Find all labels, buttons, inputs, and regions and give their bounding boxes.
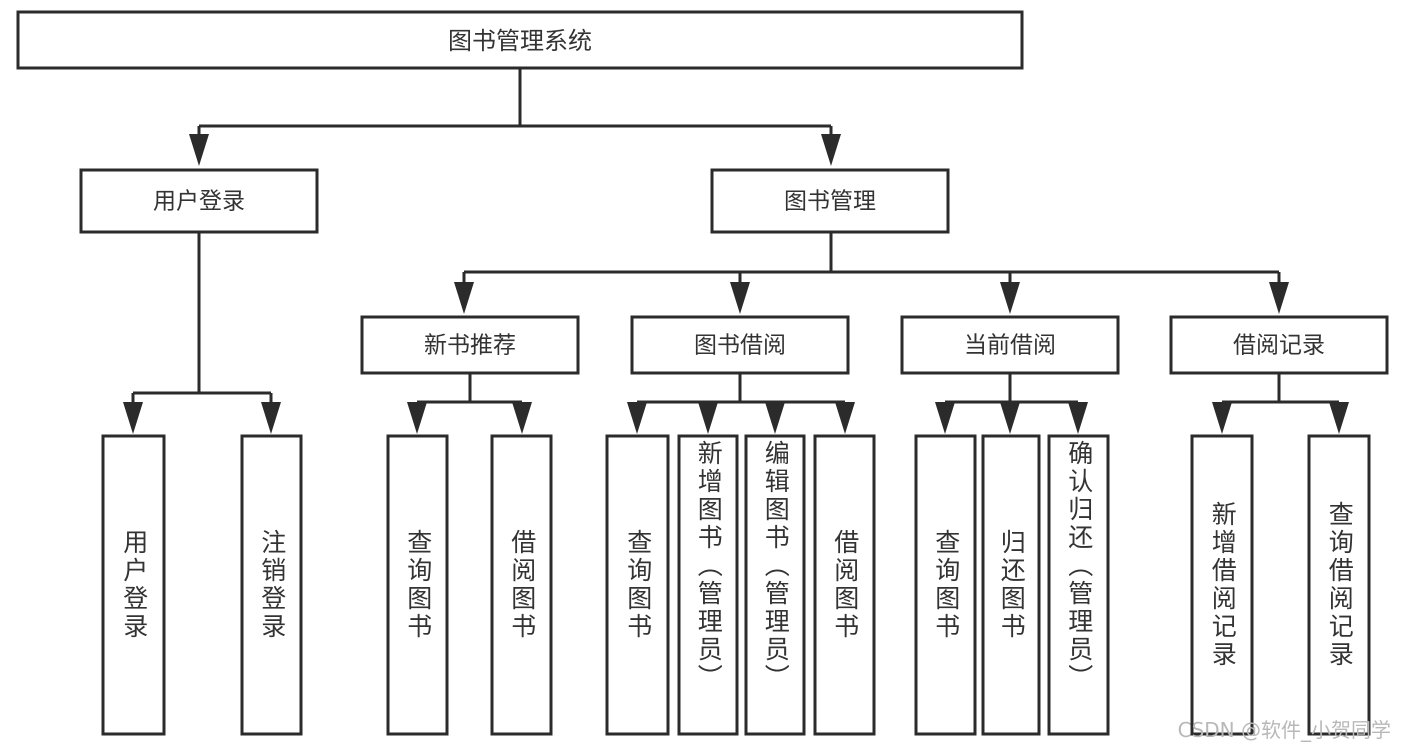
leaf-confirm-return-box[interactable] <box>1047 434 1110 736</box>
arrowhead-borrow-record <box>1269 282 1289 314</box>
arrowhead-leaf-return-book <box>1000 402 1020 434</box>
node-new-book-recommend[interactable]: 新书推荐 <box>360 315 580 375</box>
node-root-label: 图书管理系统 <box>448 27 592 55</box>
node-root[interactable]: 图书管理系统 <box>16 10 1024 70</box>
node-new-book-recommend-box[interactable] <box>360 315 580 375</box>
arrowhead-leaf-confirm-return <box>1068 402 1088 434</box>
node-root-box[interactable] <box>16 10 1024 70</box>
node-borrow-record-box[interactable] <box>1169 315 1389 375</box>
node-book-borrow-label: 图书借阅 <box>694 333 786 359</box>
leaf-edit-book-box[interactable] <box>744 434 806 736</box>
arrowhead-leaf-query-record <box>1329 402 1349 434</box>
leaf-user-login-box[interactable] <box>101 434 166 736</box>
node-book-manage-box[interactable] <box>710 168 950 234</box>
node-user-login[interactable]: 用户登录 <box>79 168 319 234</box>
node-current-borrow-box[interactable] <box>900 315 1120 375</box>
node-borrow-record-label: 借阅记录 <box>1233 333 1325 359</box>
leaf-borrow-book-2-box[interactable] <box>813 434 876 736</box>
arrowhead-book-borrow <box>730 282 750 314</box>
leaf-add-book-box[interactable] <box>677 434 739 736</box>
arrowhead-leaf-query-book-2 <box>627 402 647 434</box>
leaf-borrow-book-1-box[interactable] <box>490 434 553 736</box>
leaf-add-record-box[interactable] <box>1190 434 1254 736</box>
arrowhead-leaf-borrow-book-1 <box>512 402 532 434</box>
node-book-manage-label: 图书管理 <box>784 189 876 215</box>
leaf-query-book-2-box[interactable] <box>605 434 670 736</box>
connector-group-current-borrow <box>935 373 1088 434</box>
node-current-borrow[interactable]: 当前借阅 <box>900 315 1120 375</box>
node-user-login-box[interactable] <box>79 168 319 234</box>
arrowhead-new-book-recommend <box>454 282 474 314</box>
node-borrow-record[interactable]: 借阅记录 <box>1169 315 1389 375</box>
arrowhead-user-login <box>189 134 209 166</box>
connector-group-book-borrow <box>627 373 855 434</box>
arrowhead-leaf-add-book <box>698 402 718 434</box>
connector-group-borrow-record <box>1212 373 1349 434</box>
leaf-query-book-1-box[interactable] <box>386 434 449 736</box>
arrowhead-current-borrow <box>1000 282 1020 314</box>
connector-group-root <box>189 68 841 166</box>
node-new-book-recommend-label: 新书推荐 <box>424 333 516 359</box>
arrowhead-leaf-borrow-book-2 <box>835 402 855 434</box>
arrowhead-leaf-query-book-1 <box>407 402 427 434</box>
connector-group-new-book-recommend <box>407 373 532 434</box>
connector-group-user-login <box>123 232 281 434</box>
arrowhead-leaf-user-logout <box>261 402 281 434</box>
node-book-borrow-box[interactable] <box>630 315 850 375</box>
node-current-borrow-label: 当前借阅 <box>964 333 1056 359</box>
leaf-query-record-box[interactable] <box>1307 434 1371 736</box>
leaf-query-book-3-box[interactable] <box>914 434 977 736</box>
node-book-manage[interactable]: 图书管理 <box>710 168 950 234</box>
arrowhead-leaf-add-record <box>1212 402 1232 434</box>
node-book-borrow[interactable]: 图书借阅 <box>630 315 850 375</box>
arrowhead-leaf-edit-book <box>765 402 785 434</box>
leaf-boxes <box>101 434 1371 736</box>
arrowhead-book-manage <box>821 134 841 166</box>
leaf-user-logout-box[interactable] <box>240 434 303 736</box>
arrowhead-leaf-user-login <box>123 402 143 434</box>
connector-group-book-manage <box>454 232 1289 314</box>
arrowhead-leaf-query-book-3 <box>935 402 955 434</box>
leaf-return-book-box[interactable] <box>981 434 1041 736</box>
node-user-login-label: 用户登录 <box>153 189 245 215</box>
